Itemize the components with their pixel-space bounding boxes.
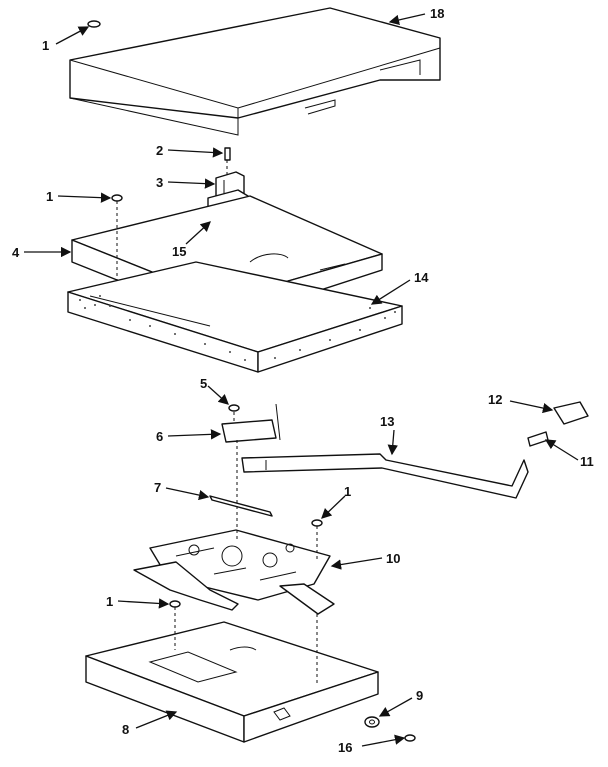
callout-1-lowleft: 1 — [106, 594, 113, 609]
screw-part-1-lowright — [311, 519, 323, 560]
callout-1-top: 1 — [42, 38, 49, 53]
pad-part-14 — [67, 261, 403, 373]
rod-part-13 — [241, 453, 529, 499]
callout-1-lowright: 1 — [344, 484, 351, 499]
screw-part-16 — [404, 734, 416, 742]
mechanism-part-10 — [133, 529, 335, 615]
callout-4: 4 — [12, 245, 20, 260]
top-cover-part-18 — [69, 7, 441, 136]
part-11 — [527, 431, 549, 447]
pin-part-2 — [224, 147, 231, 161]
screw-part-1-mid — [111, 194, 123, 280]
callout-3: 3 — [156, 175, 163, 190]
callout-10: 10 — [386, 551, 400, 566]
screw-part-1-top — [87, 20, 101, 28]
screw-part-1-lowleft — [169, 600, 181, 650]
callout-16: 16 — [338, 740, 352, 755]
leader-lines — [24, 13, 579, 747]
screw-part-5 — [228, 404, 240, 412]
callout-18: 18 — [430, 6, 444, 21]
callout-7: 7 — [154, 480, 161, 495]
callout-12: 12 — [488, 392, 502, 407]
callout-6: 6 — [156, 429, 163, 444]
callout-1-mid: 1 — [46, 189, 53, 204]
callout-9: 9 — [416, 688, 423, 703]
base-tray-part-8 — [85, 621, 379, 743]
spring-part-7 — [209, 495, 273, 517]
clip-part-6 — [221, 403, 281, 443]
callout-8: 8 — [122, 722, 129, 737]
callout-13: 13 — [380, 414, 394, 429]
callout-2: 2 — [156, 143, 163, 158]
callout-5: 5 — [200, 376, 207, 391]
callout-15: 15 — [172, 244, 186, 259]
callout-14: 14 — [414, 270, 429, 285]
callout-11: 11 — [580, 454, 594, 469]
knob-part-12 — [553, 401, 589, 425]
washer-part-9 — [364, 716, 380, 728]
